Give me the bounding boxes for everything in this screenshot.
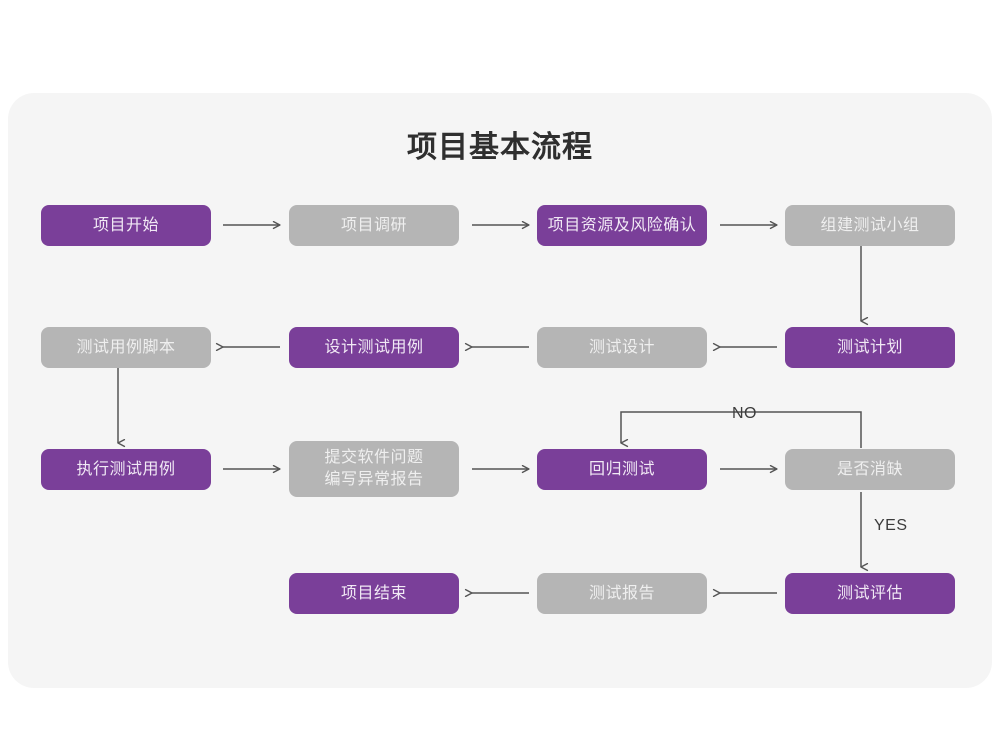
node-test-case-script[interactable]: 测试用例脚本 — [41, 327, 211, 368]
node-test-plan[interactable]: 测试计划 — [785, 327, 955, 368]
edge-label-yes: YES — [874, 517, 908, 534]
node-build-test-team[interactable]: 组建测试小组 — [785, 205, 955, 246]
flowchart-diagram: 项目开始 项目调研 项目资源及风险确认 组建测试小组 测试计划 测试设计 设计测… — [8, 93, 992, 688]
node-defect-resolved[interactable]: 是否消缺 — [785, 449, 955, 490]
node-execute-test-cases[interactable]: 执行测试用例 — [41, 449, 211, 490]
node-project-start[interactable]: 项目开始 — [41, 205, 211, 246]
flowchart-card: 项目基本流程 — [8, 93, 992, 688]
node-project-research[interactable]: 项目调研 — [289, 205, 459, 246]
node-test-evaluation[interactable]: 测试评估 — [785, 573, 955, 614]
node-test-report[interactable]: 测试报告 — [537, 573, 707, 614]
node-regression-test[interactable]: 回归测试 — [537, 449, 707, 490]
edge-label-no: NO — [732, 405, 757, 422]
node-submit-issue-report[interactable]: 提交软件问题 编写异常报告 — [289, 441, 459, 497]
page-title: 项目基本流程 — [407, 131, 593, 164]
node-project-end[interactable]: 项目结束 — [289, 573, 459, 614]
node-design-test-cases[interactable]: 设计测试用例 — [289, 327, 459, 368]
node-test-design[interactable]: 测试设计 — [537, 327, 707, 368]
node-resource-risk-confirm[interactable]: 项目资源及风险确认 — [537, 205, 707, 246]
